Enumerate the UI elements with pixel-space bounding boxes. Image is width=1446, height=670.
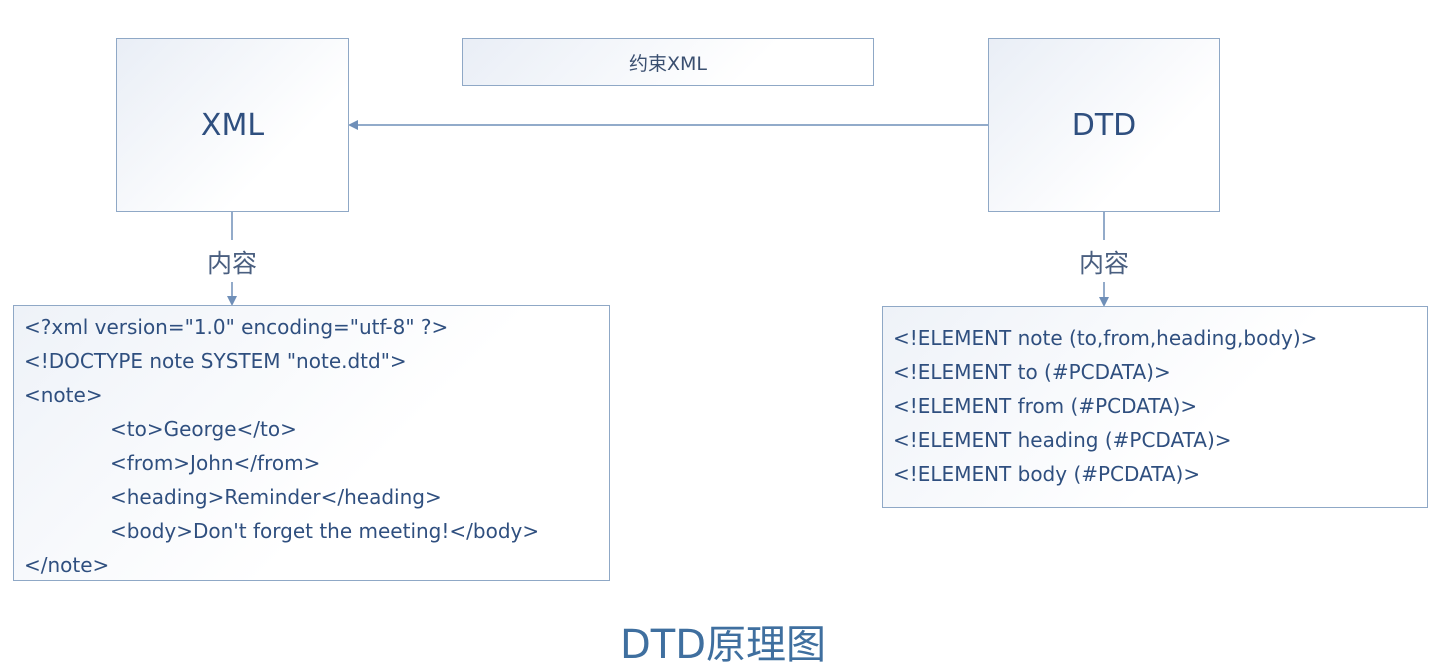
dtd-code-line: <!ELEMENT body (#PCDATA)> bbox=[893, 462, 1201, 486]
constraint-label-box: 约束XML bbox=[462, 38, 874, 86]
xml-code-line: </note> bbox=[24, 553, 110, 577]
dtd-node: DTD bbox=[988, 38, 1220, 212]
dtd-code-line: <!ELEMENT note (to,from,heading,body)> bbox=[893, 326, 1318, 350]
diagram-caption: DTD原理图 bbox=[619, 622, 827, 668]
xml-code-line: <note> bbox=[24, 383, 103, 407]
xml-node-label: XML bbox=[200, 107, 265, 143]
xml-code-line: <body>Don't forget the meeting!</body> bbox=[110, 519, 540, 543]
dtd-code-line: <!ELEMENT to (#PCDATA)> bbox=[893, 360, 1171, 384]
xml-code-line: <to>George</to> bbox=[110, 417, 297, 441]
xml-node: XML bbox=[116, 38, 349, 212]
xml-code-line: <?xml version="1.0" encoding="utf-8" ?> bbox=[24, 315, 449, 339]
dtd-content-label: 内容 bbox=[1064, 242, 1144, 282]
xml-code-block: <?xml version="1.0" encoding="utf-8" ?> … bbox=[13, 305, 610, 581]
xml-code-line: <!DOCTYPE note SYSTEM "note.dtd"> bbox=[24, 349, 407, 373]
dtd-code-line: <!ELEMENT from (#PCDATA)> bbox=[893, 394, 1198, 418]
constraint-label: 约束XML bbox=[629, 52, 707, 75]
xml-code-line: <from>John</from> bbox=[110, 451, 321, 475]
xml-code-line: <heading>Reminder</heading> bbox=[110, 485, 442, 509]
dtd-code-block: <!ELEMENT note (to,from,heading,body)> <… bbox=[882, 306, 1428, 508]
xml-content-label: 内容 bbox=[192, 242, 272, 282]
dtd-code-line: <!ELEMENT heading (#PCDATA)> bbox=[893, 428, 1232, 452]
dtd-node-label: DTD bbox=[1071, 107, 1137, 143]
